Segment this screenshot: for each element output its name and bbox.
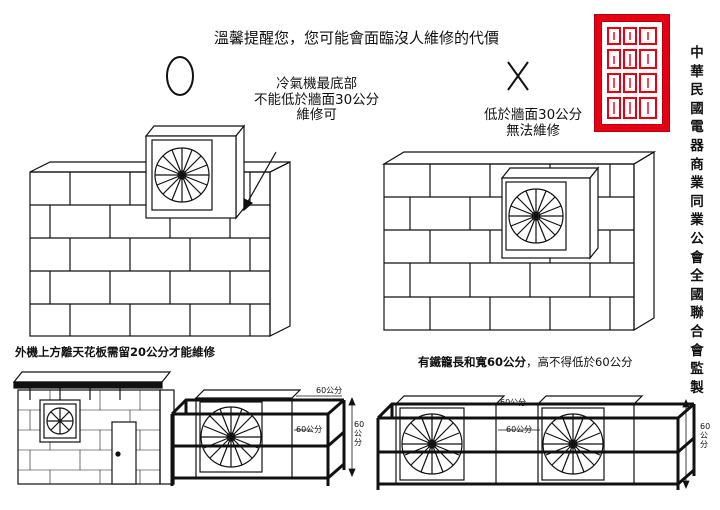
good-example-label: 冷氣機最底部 不能低於牆面30公分 維修可 <box>254 76 380 124</box>
issuer-vertical-text: 中華民國電器商業同業公會全國聯合會監製 <box>690 45 704 396</box>
seal-inner <box>601 21 663 125</box>
cage-single <box>170 389 346 486</box>
dimension-lines-2 <box>498 398 690 490</box>
good-label-line-1: 冷氣機最底部 <box>276 76 358 92</box>
cage-note-highlight: 60公分 <box>487 355 527 369</box>
good-label-line-2: 不能低於牆面30公分 <box>254 91 380 108</box>
association-seal <box>594 14 670 132</box>
dim-width-label-2: 60公分 <box>500 398 527 407</box>
wall-good <box>29 161 291 337</box>
good-label-line-3: 維修可 <box>296 107 337 124</box>
room-scene <box>12 371 175 485</box>
dim-height-label-2: 60公分 <box>700 422 711 449</box>
ac-unit-good <box>144 124 246 220</box>
page-title: 溫馨提醒您，您可能會面臨沒人維修的代價 <box>214 29 500 47</box>
dim-width-label-1: 60公分 <box>316 386 343 395</box>
wrong-mark-icon <box>507 61 529 91</box>
fan-good <box>154 147 210 203</box>
bad-label-line-2: 無法維修 <box>506 122 561 139</box>
cage-note-suffix: ，高不得低於60公分 <box>526 355 633 369</box>
seal-glyphs <box>607 27 657 119</box>
cage-note: 有鐵籠長和寬60公分，高不得低於60公分 <box>418 355 633 369</box>
dim-height-label-1: 60公分 <box>354 420 365 447</box>
fan-bad <box>508 188 564 244</box>
correct-mark-icon <box>166 56 194 96</box>
bad-example-label: 低於牆面30公分 無法維修 <box>484 107 583 139</box>
cage-note-prefix: 有鐵籠長和寬 <box>418 355 487 369</box>
dimension-lines-1 <box>294 395 356 478</box>
clearance-note: 外機上方離天花板需留20公分才能維修 <box>15 345 216 359</box>
dim-depth-label-1: 60公分 <box>296 425 323 434</box>
bad-label-line-1: 低於牆面30公分 <box>484 107 583 123</box>
cage-double <box>376 395 696 490</box>
ac-unit-bad <box>500 166 600 260</box>
dim-depth-label-2: 60公分 <box>506 425 533 434</box>
arrow-pointer <box>243 151 277 212</box>
